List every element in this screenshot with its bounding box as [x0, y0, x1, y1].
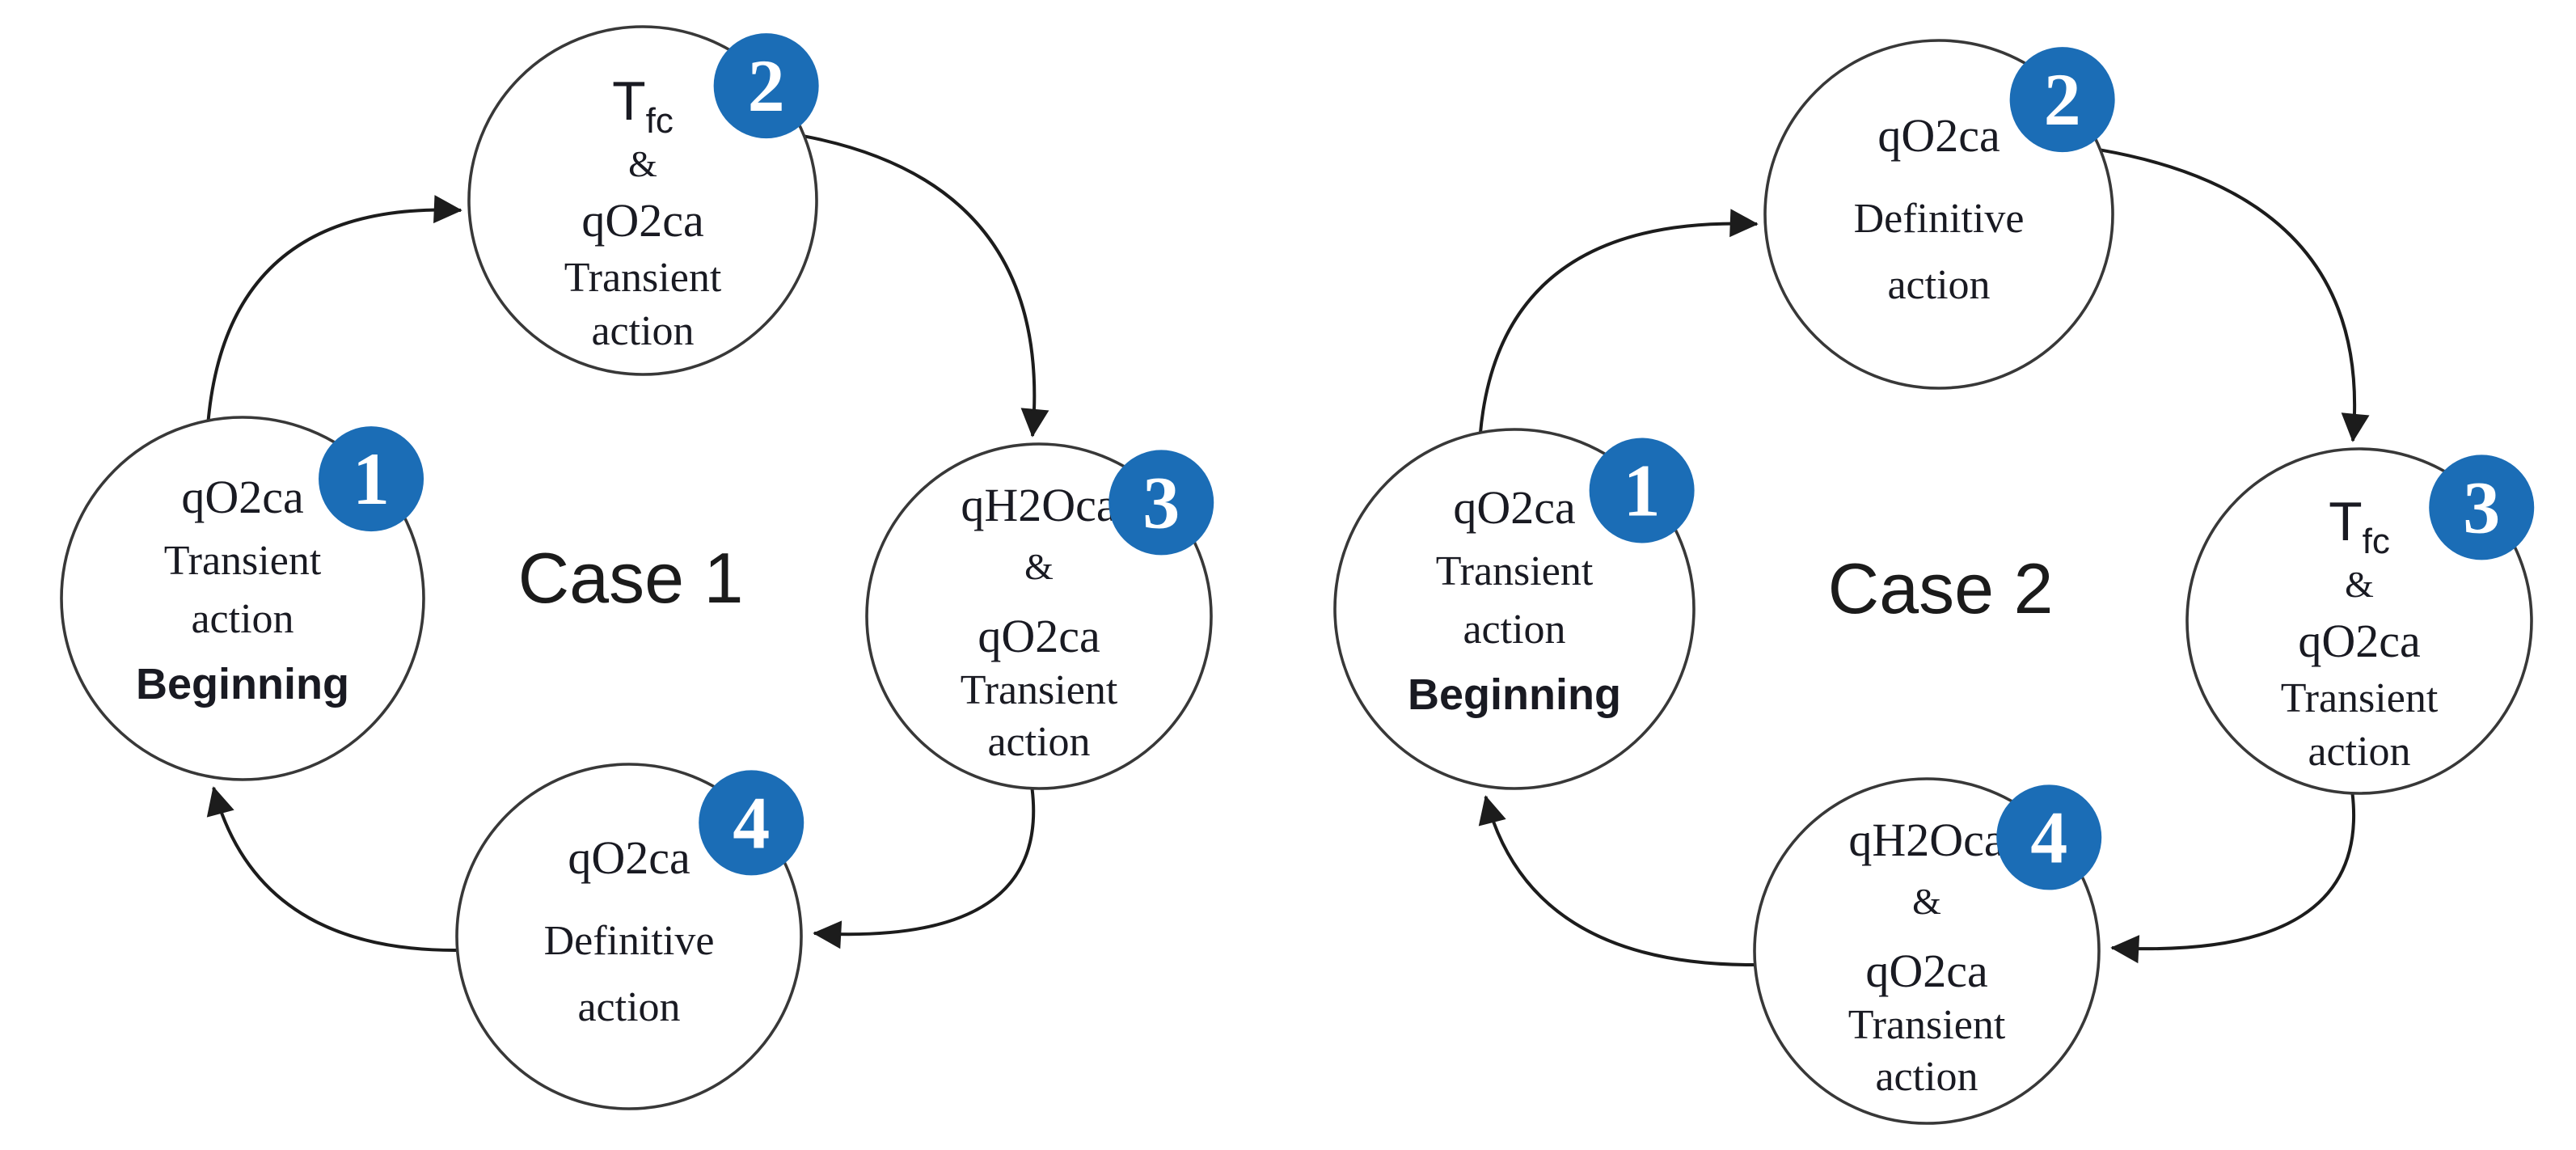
node-label-line: action — [987, 719, 1090, 765]
step-number: 3 — [2463, 466, 2500, 548]
node-label-line: action — [191, 596, 293, 642]
cycle-arrow-step3-to-step4 — [2110, 793, 2355, 964]
node-label-line: action — [1887, 262, 1990, 308]
step-badge-circle — [1996, 784, 2102, 890]
cycle-arrow-step1-to-step2 — [1478, 209, 1759, 434]
node-label-line: Transient — [1436, 548, 1594, 594]
node-label-line: action — [577, 984, 680, 1030]
node-label-line: qO2ca — [581, 194, 703, 247]
case-group-2: Case 2qO2caTransientactionBeginning1qO2c… — [1333, 39, 2535, 1125]
step-badge-circle — [2429, 455, 2535, 560]
step-badge-circle — [699, 770, 804, 876]
node-label-line: Transient — [1848, 1002, 2006, 1048]
step-number: 3 — [1142, 461, 1180, 543]
cycle-arrow-step2-to-step3 — [804, 134, 1049, 438]
cycle-arrow-step3-to-step4 — [813, 788, 1036, 949]
node-label-line: qO2ca — [1453, 481, 1575, 534]
case-group-1: Case 1qO2caTransientactionBeginning1Tfc&… — [60, 25, 1214, 1110]
node-label-line: qO2ca — [568, 831, 690, 884]
step-number: 4 — [2030, 796, 2067, 878]
step-badge: 3 — [2429, 455, 2535, 560]
cycle-arrow-step4-to-step1 — [1478, 795, 1755, 967]
step-badge: 1 — [319, 426, 424, 532]
node-label-line: Transient — [2281, 675, 2439, 721]
step-number: 2 — [2044, 58, 2081, 141]
node-label-line: Transient — [564, 255, 722, 301]
cycle-arrow-step1-to-step2 — [206, 195, 462, 422]
node-label-line: Definitive — [1854, 196, 2025, 242]
node-label-line: action — [1875, 1054, 1978, 1100]
node-label-line: Transient — [164, 538, 322, 584]
node-label-line: action — [2308, 729, 2410, 775]
step-badge: 4 — [699, 770, 804, 876]
node-label-line: qO2ca — [1865, 945, 1987, 997]
step-number: 2 — [748, 44, 785, 127]
node-label-line: Tfc — [2329, 491, 2390, 561]
node-label-line: & — [1024, 546, 1054, 587]
step-badge-circle — [1589, 438, 1695, 543]
node-label-line: Beginning — [136, 660, 349, 708]
node-label-line: qO2ca — [978, 610, 1100, 662]
step-badge: 3 — [1109, 450, 1214, 556]
node-label-line: qO2ca — [181, 471, 303, 523]
node-label-line: qO2ca — [1877, 109, 2000, 162]
node-label-line: Transient — [961, 667, 1118, 713]
step-number: 4 — [733, 781, 770, 864]
case-title: Case 2 — [1828, 548, 2054, 628]
step-badge-circle — [2009, 47, 2115, 153]
step-badge-circle — [1109, 450, 1214, 556]
node-label-line: & — [2345, 564, 2374, 605]
step-badge-circle — [319, 426, 424, 532]
node-label-line: qO2ca — [2298, 615, 2420, 667]
step-badge: 1 — [1589, 438, 1695, 543]
node-label-line: qH2Oca — [961, 479, 1117, 531]
step-badge: 2 — [2009, 47, 2115, 153]
node-label-line: action — [1463, 607, 1565, 653]
cycle-arrow-step2-to-step3 — [2100, 148, 2370, 442]
node-label-line: Definitive — [544, 918, 715, 964]
node-label-line: action — [591, 308, 694, 354]
node-label-line: Beginning — [1408, 670, 1621, 719]
step-number: 1 — [353, 438, 390, 520]
step-badge: 4 — [1996, 784, 2102, 890]
step-number: 1 — [1624, 449, 1661, 531]
cycle-arrow-step4-to-step1 — [206, 786, 458, 953]
node-label-line: & — [1912, 881, 1941, 922]
case-title: Case 1 — [518, 538, 744, 618]
node-label-line: Tfc — [612, 70, 674, 141]
step-badge: 2 — [713, 33, 819, 139]
step-badge-circle — [713, 33, 819, 139]
node-label-line: qH2Oca — [1848, 814, 2004, 866]
node-label-line: & — [628, 143, 657, 184]
